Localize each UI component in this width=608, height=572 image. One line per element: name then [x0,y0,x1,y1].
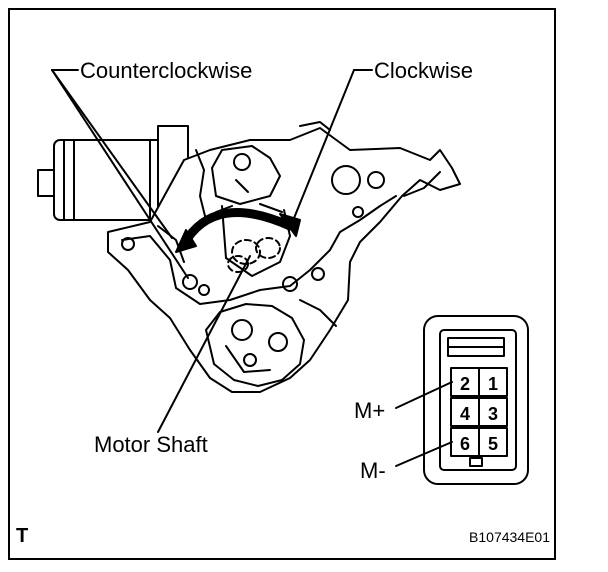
label-motor-shaft: Motor Shaft [94,432,208,457]
pin-label: 6 [460,434,470,454]
pin-label: 2 [460,374,470,394]
connector [395,315,529,485]
pin-label: 4 [460,404,470,424]
figure-code: B107434E01 [469,529,550,545]
leader-lines [51,69,373,433]
corner-mark: T [16,525,28,547]
label-clockwise: Clockwise [374,58,473,83]
pin-label: 5 [488,434,498,454]
gear-bracket [182,145,298,292]
label-m-minus: M- [360,458,386,483]
figure-frame [8,8,556,560]
rotation-arrow-icon [175,208,301,253]
latch-mechanism [198,267,337,387]
lock-housing [107,121,461,393]
pin-label: 3 [488,404,498,424]
label-m-plus: M+ [354,398,385,423]
pin-label: 1 [488,374,498,394]
label-counterclockwise: Counterclockwise [80,58,252,83]
